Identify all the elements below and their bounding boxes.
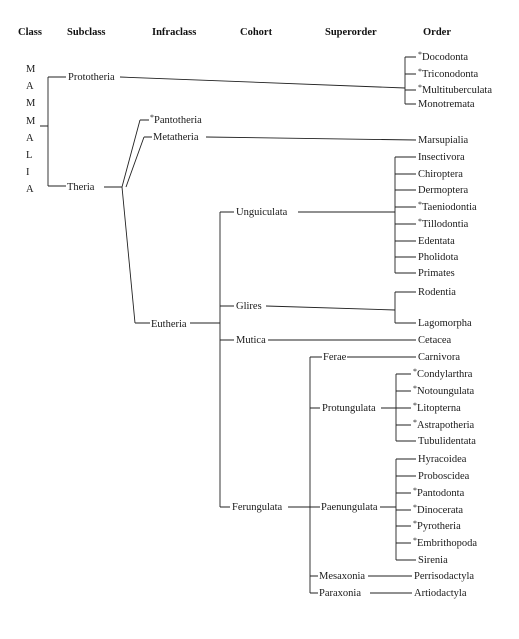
order-pyrotheria: *Pyrotheria bbox=[413, 519, 461, 532]
tree-connectors bbox=[40, 56, 417, 594]
class-letter: M bbox=[26, 116, 36, 127]
node-mesaxonia: Mesaxonia bbox=[319, 571, 365, 582]
node-unguiculata: Unguiculata bbox=[236, 207, 288, 218]
node-eutheria: Eutheria bbox=[151, 319, 187, 330]
order-embrithopoda: *Embrithopoda bbox=[413, 536, 477, 549]
node-glires: Glires bbox=[236, 301, 262, 312]
order-lagomorpha: Lagomorpha bbox=[418, 318, 472, 329]
order-monotremata: Monotremata bbox=[418, 99, 475, 110]
header-cohort: Cohort bbox=[240, 27, 273, 38]
order-condylarthra: *Condylarthra bbox=[413, 367, 473, 380]
order-marsupialia: Marsupialia bbox=[418, 135, 468, 146]
class-letter: A bbox=[26, 133, 34, 144]
class-letter: L bbox=[26, 150, 32, 161]
class-letter: A bbox=[26, 81, 34, 92]
header-order: Order bbox=[423, 27, 451, 38]
node-mutica: Mutica bbox=[236, 335, 266, 346]
order-insectivora: Insectivora bbox=[418, 152, 465, 163]
order-sirenia: Sirenia bbox=[418, 555, 448, 566]
order-dermoptera: Dermoptera bbox=[418, 185, 468, 196]
class-letter: M bbox=[26, 98, 36, 109]
order-astrapotheria: *Astrapotheria bbox=[413, 418, 474, 431]
order-tubulidentata: Tubulidentata bbox=[418, 436, 476, 447]
order-taeniodontia: *Taeniodontia bbox=[418, 200, 477, 213]
order-proboscidea: Proboscidea bbox=[418, 471, 470, 482]
header-superorder: Superorder bbox=[325, 27, 377, 38]
order-cetacea: Cetacea bbox=[418, 335, 452, 346]
header-subclass: Subclass bbox=[67, 27, 106, 38]
order-perrisodactyla: Perrisodactyla bbox=[414, 571, 474, 582]
order-pantodonta: *Pantodonta bbox=[413, 486, 465, 499]
node-pantotheria: *Pantotheria bbox=[150, 113, 202, 126]
node-protungulata: Protungulata bbox=[322, 403, 376, 414]
class-letter: I bbox=[26, 167, 30, 178]
order-rodentia: Rodentia bbox=[418, 287, 456, 298]
class-letter: A bbox=[26, 184, 34, 195]
order-hyracoidea: Hyracoidea bbox=[418, 454, 467, 465]
order-notoungulata: *Notoungulata bbox=[413, 384, 474, 397]
node-prototheria: Prototheria bbox=[68, 72, 115, 83]
node-metatheria: Metatheria bbox=[153, 132, 199, 143]
order-triconodonta: *Triconodonta bbox=[418, 67, 479, 80]
node-ferae: Ferae bbox=[323, 352, 347, 363]
order-artiodactyla: Artiodactyla bbox=[414, 588, 467, 599]
order-labels: *Docodonta *Triconodonta *Multituberculata… bbox=[413, 50, 492, 599]
order-chiroptera: Chiroptera bbox=[418, 169, 463, 180]
node-paenungulata: Paenungulata bbox=[321, 502, 378, 513]
order-pholidota: Pholidota bbox=[418, 252, 459, 263]
order-carnivora: Carnivora bbox=[418, 352, 460, 363]
node-ferungulata: Ferungulata bbox=[232, 502, 282, 513]
order-tillodontia: *Tillodontia bbox=[418, 217, 469, 230]
order-primates: Primates bbox=[418, 268, 455, 279]
header-class: Class bbox=[18, 27, 42, 38]
order-dinocerata: *Dinocerata bbox=[413, 503, 463, 516]
class-letter: M bbox=[26, 64, 36, 75]
node-paraxonia: Paraxonia bbox=[319, 588, 361, 599]
node-theria: Theria bbox=[67, 182, 95, 193]
header-infraclass: Infraclass bbox=[152, 27, 196, 38]
order-litopterna: *Litopterna bbox=[413, 401, 461, 414]
order-multituberculata: *Multituberculata bbox=[418, 83, 492, 96]
order-edentata: Edentata bbox=[418, 236, 455, 247]
order-docodonta: *Docodonta bbox=[418, 50, 468, 63]
